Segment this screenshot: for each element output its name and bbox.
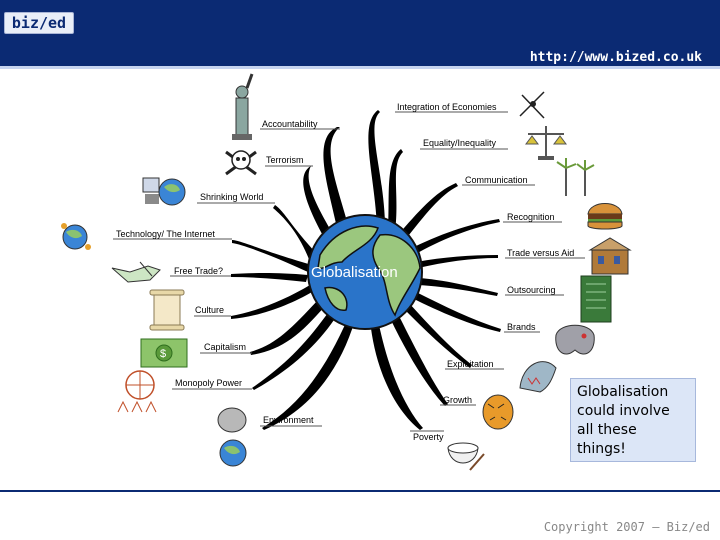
label-culture: Culture bbox=[195, 305, 224, 315]
label-monopoly-power: Monopoly Power bbox=[175, 378, 242, 388]
rice-bowl-icon bbox=[447, 442, 485, 471]
statue-of-liberty-icon bbox=[232, 73, 254, 140]
elephant-globe-icon bbox=[217, 407, 247, 467]
label-recognition: Recognition bbox=[507, 212, 555, 222]
note-line-2: could involve bbox=[577, 403, 670, 419]
shark-icon bbox=[519, 361, 557, 393]
label-poverty: Poverty bbox=[413, 432, 444, 442]
label-trade-vs-aid: Trade versus Aid bbox=[507, 248, 574, 258]
label-integration: Integration of Economies bbox=[397, 102, 497, 112]
compass-icon bbox=[519, 91, 545, 119]
center-label: Globalisation bbox=[311, 264, 398, 281]
copyright-text: Copyright 2007 – Biz/ed bbox=[543, 520, 710, 534]
site-url[interactable]: http://www.bized.co.uk bbox=[529, 50, 702, 65]
scroll-icon bbox=[149, 289, 185, 331]
branch-underlines bbox=[113, 111, 585, 432]
wind-turbine-icon bbox=[556, 158, 595, 196]
note-line-4: things! bbox=[577, 441, 626, 457]
label-accountability: Accountability bbox=[262, 119, 318, 129]
handshake-icon bbox=[111, 261, 161, 283]
note-line-3: all these bbox=[577, 422, 637, 438]
header-divider bbox=[0, 66, 720, 69]
globalisation-mind-map: Globalisation Accountability Terrorism S… bbox=[61, 73, 632, 471]
label-exploitation: Exploitation bbox=[447, 359, 494, 369]
label-brands: Brands bbox=[507, 322, 536, 332]
label-environment: Environment bbox=[263, 415, 314, 425]
label-growth: Growth bbox=[443, 395, 472, 405]
burger-icon bbox=[587, 203, 623, 230]
people-globe-icon bbox=[117, 370, 157, 413]
label-technology: Technology/ The Internet bbox=[116, 229, 215, 239]
header-bar: biz/ed http://www.bized.co.uk bbox=[0, 0, 720, 66]
circuit-board-icon bbox=[580, 275, 612, 323]
bized-logo[interactable]: biz/ed bbox=[4, 12, 74, 34]
label-shrinking-world: Shrinking World bbox=[200, 192, 263, 202]
footer-divider bbox=[0, 490, 720, 492]
globe-icon bbox=[307, 214, 423, 330]
skull-crossbones-icon bbox=[225, 150, 257, 176]
computer-globe-icon bbox=[142, 177, 186, 206]
note-box: Globalisation could involve all these th… bbox=[570, 378, 696, 462]
tiger-icon bbox=[482, 394, 514, 430]
label-communication: Communication bbox=[465, 175, 528, 185]
label-capitalism: Capitalism bbox=[204, 342, 246, 352]
scales-icon bbox=[525, 126, 567, 160]
label-equality: Equality/Inequality bbox=[423, 138, 497, 148]
globe-network-icon bbox=[61, 223, 91, 250]
building-icon bbox=[588, 237, 632, 275]
svg-text:$: $ bbox=[160, 348, 166, 360]
label-free-trade: Free Trade? bbox=[174, 266, 223, 276]
banknote-icon: $ bbox=[140, 338, 188, 368]
label-terrorism: Terrorism bbox=[266, 155, 304, 165]
note-line-1: Globalisation bbox=[577, 384, 669, 400]
label-outsourcing: Outsourcing bbox=[507, 285, 556, 295]
game-controller-icon bbox=[555, 324, 595, 355]
